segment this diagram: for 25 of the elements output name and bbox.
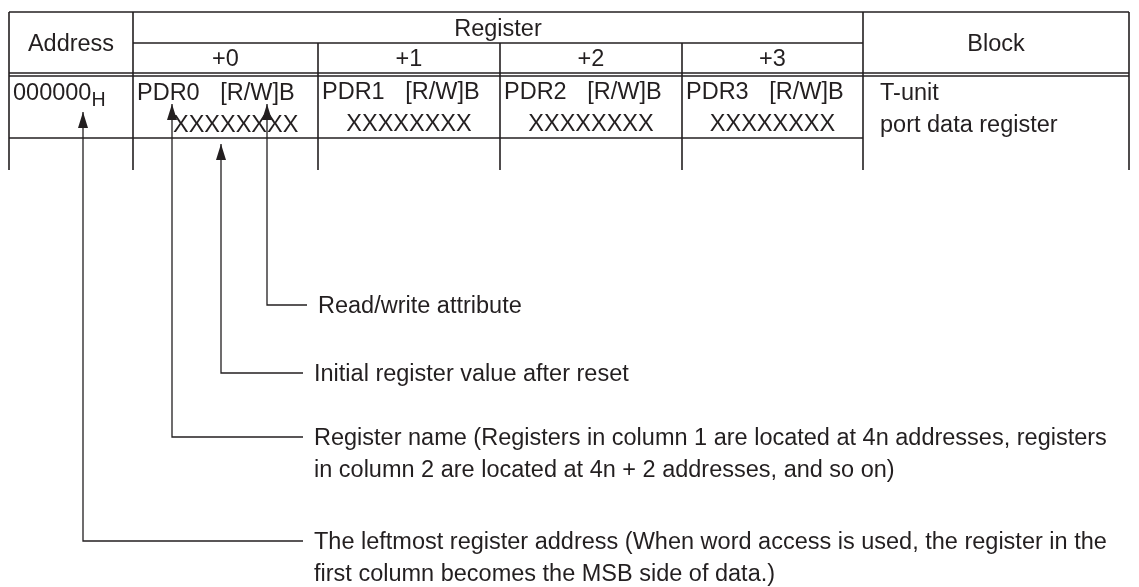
leader-line xyxy=(78,111,304,542)
leader-line xyxy=(167,103,304,438)
register-name: PDR3 [R/W]B xyxy=(686,77,844,106)
offset-header: +1 xyxy=(395,47,423,69)
register-name: PDR1 [R/W]B xyxy=(322,77,480,106)
block-name: port data register xyxy=(880,110,1059,139)
leader-line xyxy=(216,143,304,374)
column-header: Block xyxy=(967,31,1025,54)
register-value: XXXXXXXX xyxy=(346,109,472,138)
register-value: XXXXXXXX xyxy=(528,109,654,138)
offset-header: +2 xyxy=(577,47,605,69)
column-header: Address xyxy=(27,31,115,54)
offset-header: +0 xyxy=(212,47,239,69)
callout-text: Initial register value after reset xyxy=(314,357,814,389)
callout-text: The leftmost register address (When word access is used, the register in the first column becomes the MSB side of data.) xyxy=(314,525,1139,587)
callout-text: Register name (Registers in column 1 are located at 4n addresses, registers in column 2 are located at 4n + 2 addresses, and so on) xyxy=(314,421,1119,485)
register-value: XXXXXXXX xyxy=(709,109,836,138)
register-name: PDR2 [R/W]B xyxy=(504,77,662,106)
register-name: PDR0 [R/W]B xyxy=(137,78,295,107)
callout-text: Read/write attribute xyxy=(318,289,718,321)
block-name: T-unit xyxy=(880,78,940,107)
leader-line xyxy=(262,103,308,306)
address-value: 000000$_{H}$ xyxy=(13,78,107,112)
column-header: Register xyxy=(454,16,542,39)
offset-header: +3 xyxy=(759,47,786,69)
